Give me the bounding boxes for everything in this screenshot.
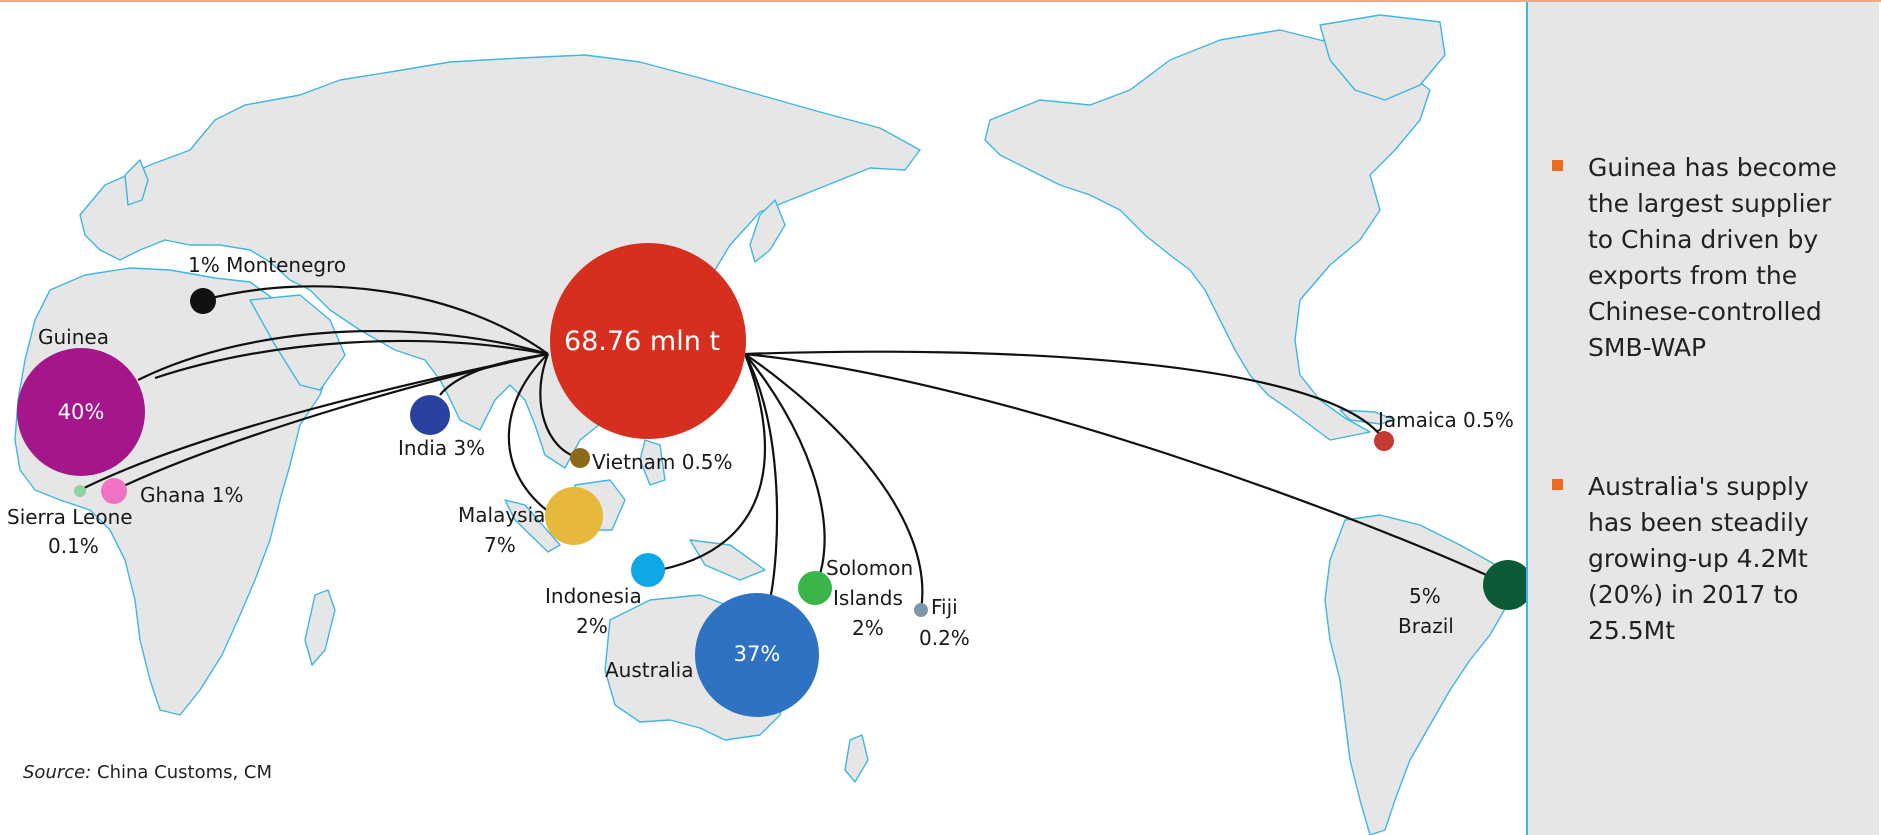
label-jamaica: Jamaica 0.5%: [1376, 408, 1514, 432]
bubble-fiji: [914, 603, 928, 617]
label-vietnam: Vietnam 0.5%: [592, 450, 733, 474]
flow-fiji: [744, 353, 924, 611]
label-malaysia-share: 7%: [484, 533, 516, 557]
map-labels: 68.76 mln t 1% Montenegro Guinea 40% Sie…: [7, 253, 1514, 682]
source-note: Source: China Customs, CM: [23, 762, 272, 783]
bubble-vietnam: [570, 448, 590, 468]
flow-jamaica: [744, 350, 1385, 441]
label-indonesia-name: Indonesia: [545, 584, 642, 608]
bubble-australia: [695, 593, 819, 717]
source-text: China Customs, CM: [91, 762, 273, 783]
flow-guinea: [137, 329, 549, 381]
bubble-malaysia: [545, 487, 603, 545]
label-india: India 3%: [398, 436, 485, 460]
label-fiji-share: 0.2%: [919, 626, 970, 650]
bullet-australia: Australia's supply has been steadily gro…: [1552, 469, 1872, 649]
bullet-text: Australia's supply has been steadily gro…: [1588, 472, 1809, 645]
landmass-britain: [124, 159, 149, 206]
flow-vietnam: [539, 353, 581, 460]
bullet-marker: [1552, 479, 1563, 490]
landmass-madagascar: [304, 589, 336, 666]
label-indonesia-share: 2%: [576, 614, 608, 638]
label-australia-name: Australia: [605, 658, 693, 682]
label-solomon-share: 2%: [852, 616, 884, 640]
label-brazil-share: 5%: [1409, 584, 1441, 608]
commentary-panel: Guinea has become the largest supplier t…: [1526, 2, 1879, 835]
landmass-north-america: [984, 29, 1431, 441]
landmass-new-guinea: [689, 539, 766, 581]
hub-label: 68.76 mln t: [564, 326, 720, 357]
label-sierraleone-share: 0.1%: [48, 534, 99, 558]
flow-malaysia: [507, 353, 554, 516]
label-malaysia-name: Malaysia: [458, 503, 545, 527]
label-brazil-name: Brazil: [1398, 614, 1454, 638]
label-solomon-line2: Islands: [833, 586, 903, 610]
top-rule: [0, 0, 1881, 2]
landmass-sumatra: [504, 499, 561, 553]
origin-bubbles: [17, 288, 1526, 717]
flow-brazil: [744, 352, 1509, 586]
landmass-new-zealand: [844, 734, 869, 783]
bubble-india: [410, 395, 450, 435]
bubble-solomon: [798, 571, 832, 605]
bubble-sierraleone: [74, 485, 86, 497]
flow-guinea-2: [154, 339, 549, 380]
bullet-marker: [1552, 160, 1563, 171]
flow-solomon: [744, 353, 826, 589]
source-prefix: Source:: [23, 762, 92, 783]
label-guinea-share: 40%: [58, 400, 105, 424]
landmass-arabia: [249, 294, 346, 391]
bubble-ghana: [101, 478, 127, 504]
landmass-south-america: [1324, 514, 1511, 835]
bubble-jamaica: [1374, 431, 1394, 451]
landmass-greenland: [1319, 14, 1446, 101]
bullet-text: Guinea has become the largest supplier t…: [1588, 153, 1837, 362]
label-ghana: Ghana 1%: [140, 483, 243, 507]
bubble-montenegro: [190, 288, 216, 314]
flow-montenegro: [202, 285, 549, 355]
landmass-philippines: [639, 439, 666, 486]
flow-lines: [79, 285, 1509, 611]
label-fiji-name: Fiji: [931, 595, 958, 619]
hub-china-bubble: [550, 243, 746, 439]
bubble-guinea: [17, 348, 145, 476]
bauxite-import-map: 68.76 mln t 1% Montenegro Guinea 40% Sie…: [7, 14, 1526, 835]
label-guinea-name: Guinea: [38, 325, 109, 349]
bubble-indonesia: [631, 553, 665, 587]
flow-india: [439, 352, 549, 396]
flow-indonesia: [647, 353, 767, 574]
label-montenegro: 1% Montenegro: [188, 253, 346, 277]
landmass-japan: [749, 199, 786, 263]
bullet-guinea: Guinea has become the largest supplier t…: [1552, 150, 1872, 366]
label-australia-share: 37%: [734, 642, 781, 666]
label-sierraleone-name: Sierra Leone: [7, 505, 133, 529]
flow-australia: [744, 353, 779, 601]
bubble-brazil: [1483, 560, 1526, 610]
label-solomon-line1: Solomon: [826, 556, 913, 580]
